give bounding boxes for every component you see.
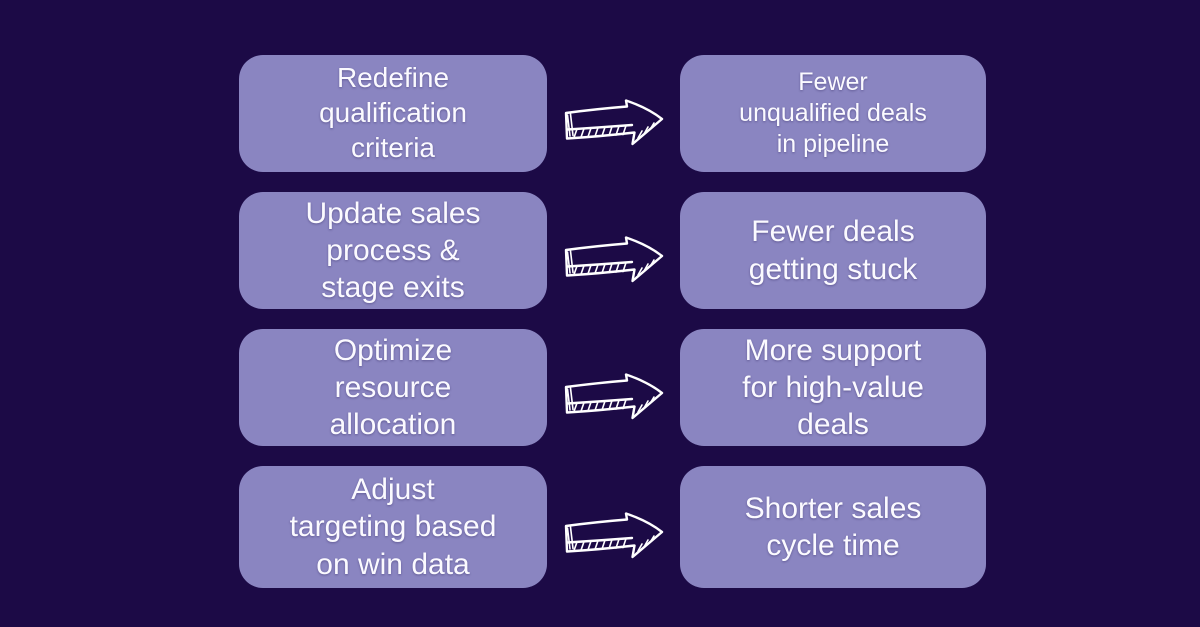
result-box-fewer-deals-stuck: Fewer deals getting stuck: [680, 192, 986, 309]
action-label: Optimize resource allocation: [329, 333, 457, 442]
result-box-fewer-unqualified-deals: Fewer unqualified deals in pipeline: [680, 55, 986, 172]
result-label: More support for high-value deals: [742, 333, 924, 442]
action-label: Redefine qualification criteria: [319, 62, 467, 163]
mapping-grid: Redefine qualification criteria Fewer un…: [239, 55, 986, 588]
result-label: Fewer deals getting stuck: [748, 215, 918, 286]
result-label: Shorter sales cycle time: [744, 491, 922, 562]
right-arrow-icon: [564, 98, 663, 145]
action-label: Update sales process & stage exits: [305, 196, 481, 305]
arrow-cell: [547, 329, 680, 446]
action-label: Adjust targeting based on win data: [289, 473, 497, 581]
right-arrow-icon: [564, 372, 663, 419]
right-arrow-icon: [564, 235, 663, 282]
arrow-cell: [547, 466, 680, 588]
right-arrow-icon: [564, 512, 663, 559]
action-box-adjust-targeting: Adjust targeting based on win data: [239, 466, 547, 588]
result-box-shorter-sales-cycle: Shorter sales cycle time: [680, 466, 986, 588]
arrow-cell: [547, 192, 680, 309]
action-box-redefine-qualification: Redefine qualification criteria: [239, 55, 547, 172]
action-box-update-sales-process: Update sales process & stage exits: [239, 192, 547, 309]
action-box-optimize-resource-allocation: Optimize resource allocation: [239, 329, 547, 446]
result-label: Fewer unqualified deals in pipeline: [739, 68, 927, 158]
arrow-cell: [547, 55, 680, 172]
result-box-more-support-high-value: More support for high-value deals: [680, 329, 986, 446]
